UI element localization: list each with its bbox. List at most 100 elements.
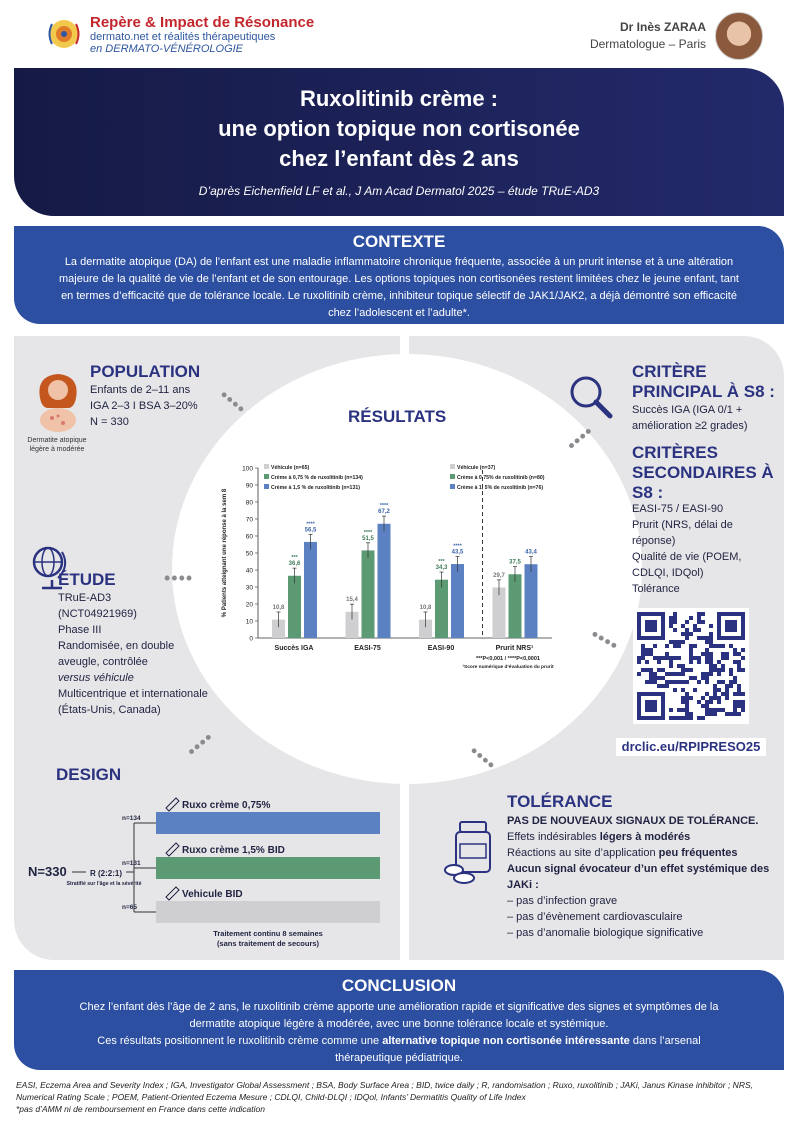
qr-module [717,688,721,692]
qr-module [669,640,673,644]
brand-title: Repère & Impact de Résonance [90,14,315,31]
qr-link[interactable]: drclic.eu/RPIPRESO25 [616,738,766,756]
conclusion-title: CONCLUSION [341,976,457,995]
y-tick-label: 70 [246,517,254,524]
qr-module [709,664,713,668]
qr-module [737,688,741,692]
significance-stars: **** [364,530,373,536]
qr-module [673,616,677,620]
qr-module [689,656,693,660]
bar [345,611,359,638]
qr-module [673,680,677,684]
qr-module [669,664,673,668]
qr-module [649,648,653,652]
qr-module [685,700,689,704]
qr-module [681,632,685,636]
qr-module [733,680,737,684]
qr-code[interactable] [633,608,749,724]
qr-module [673,688,677,692]
y-axis-label: % Patients atteignant une réponse à la s… [222,488,228,617]
critere-principal-text: Succès IGA (IGA 0/1 + amélioration ≥2 gr… [632,404,748,432]
qr-module [689,644,693,648]
conclusion-emphasis: alternative topique non cortisonée intér… [382,1035,630,1047]
qr-module [709,632,713,636]
qr-module [705,656,709,660]
etude-line: (États-Unis, Canada) [58,704,161,716]
qr-module [665,684,669,688]
qr-module [717,700,721,704]
qr-module [701,716,705,720]
qr-module [641,652,645,656]
treatment-duration: Traitement continu 8 semaines [213,929,323,938]
qr-module [697,636,701,640]
qr-module [689,660,693,664]
qr-module [689,712,693,716]
qr-module [657,660,661,664]
qr-module [733,692,737,696]
etude-title: ÉTUDE [58,570,116,589]
critere-principal-title: CRITÈRE [632,362,707,381]
qr-module [717,696,721,700]
qr-module [677,640,681,644]
population-line: N = 330 [90,416,129,428]
data-label: 43,5 [452,549,464,555]
qr-module [709,660,713,664]
qr-module [645,660,649,664]
qr-module [737,660,741,664]
bar [288,575,301,638]
significance-stars: *** [291,555,298,561]
qr-module [661,676,665,680]
qr-module [725,684,729,688]
qr-module [677,672,681,676]
bar [435,579,448,638]
criteres-secondaires-title: CRITÈRES [632,443,718,462]
qr-module [737,652,741,656]
qr-module [717,644,721,648]
population-title: POPULATION [90,362,201,381]
data-label: 36,6 [289,561,301,567]
data-label: 67,2 [378,509,390,515]
qr-module [661,684,665,688]
qr-module [709,696,713,700]
qr-module [737,704,741,708]
qr-finder-core [645,700,657,712]
qr-module [741,648,745,652]
qr-module [689,652,693,656]
legend-label: Crème à 1, 5% de ruxolitinib (n=76) [457,485,543,491]
secondary-criterion: Prurit (NRS, délai de réponse) [632,519,733,547]
reference: D’après Eichenfield LF et al., J Am Acad… [198,184,600,198]
qr-module [725,688,729,692]
randomisation-label: R (2:2:1) [90,869,122,878]
etude-line: (NCT04921969) [58,608,137,620]
qr-module [649,668,653,672]
qr-module [669,660,673,664]
qr-module [681,664,685,668]
title-banner: Ruxolitinib crème : une option topique n… [14,68,784,216]
qr-module [653,656,657,660]
y-tick-label: 100 [242,466,253,473]
qr-module [689,616,693,620]
qr-module [669,624,673,628]
qr-module [697,620,701,624]
qr-module [637,672,641,676]
qr-module [733,648,737,652]
qr-module [661,656,665,660]
legend-label: Véhicule (n=37) [457,465,495,471]
cream-tube-icon [165,842,180,857]
qr-module [709,656,713,660]
legend-swatch [264,464,269,469]
legend-swatch [450,474,455,479]
qr-module [637,656,641,660]
qr-module [725,696,729,700]
n-total: N=330 [28,864,67,879]
qr-module [737,668,741,672]
tolerance-bullet: – pas d’infection grave [507,895,618,907]
cream-tube-icon [165,797,180,812]
qr-module [729,680,733,684]
x-tick-label: Succès IGA [275,645,314,652]
qr-module [677,716,681,720]
arm-label: Vehicule BID [182,889,243,900]
qr-module [685,680,689,684]
